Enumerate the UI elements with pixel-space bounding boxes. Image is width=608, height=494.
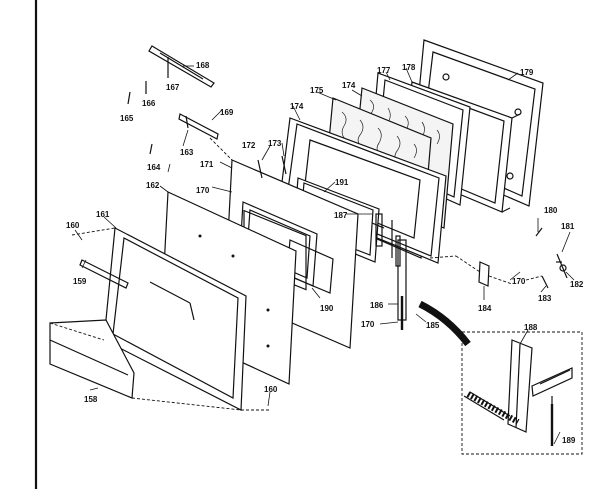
callout-169: 169 (220, 108, 234, 117)
callout-185: 185 (426, 321, 440, 330)
part-185-hinge-spring-cable (418, 300, 471, 347)
part-164-screw (149, 143, 153, 155)
part-158-handle-trim (49, 319, 135, 399)
callout-165: 165 (120, 114, 134, 123)
callout-159: 159 (73, 277, 87, 286)
part-184-hinge-latch (478, 261, 490, 287)
callout-172: 172 (242, 141, 256, 150)
callout-166: 166 (142, 99, 156, 108)
callout-171: 171 (200, 160, 214, 169)
callout-170-bottom: 170 (361, 320, 375, 329)
callout-167: 167 (166, 83, 180, 92)
callout-188: 188 (524, 323, 538, 332)
part-165-166-screws (127, 81, 147, 105)
callout-190: 190 (320, 304, 334, 313)
explosion-guide-lines (49, 137, 543, 411)
callout-175: 175 (310, 86, 324, 95)
callout-183: 183 (538, 294, 552, 303)
part-180-181-182-183-hinge-hardware (535, 227, 568, 289)
callout-160-left: 160 (66, 221, 80, 230)
callout-191: 191 (335, 178, 349, 187)
callout-189: 189 (562, 436, 576, 445)
callout-164: 164 (147, 163, 161, 172)
callout-178: 178 (402, 63, 416, 72)
callout-173: 173 (268, 139, 282, 148)
callout-179: 179 (520, 68, 534, 77)
part-172-173-clips (257, 155, 287, 179)
callout-170-left: 170 (196, 186, 210, 195)
callout-174-left: 174 (290, 102, 304, 111)
part-159-trim-bracket (79, 259, 129, 289)
callout-158: 158 (84, 395, 98, 404)
part-169-hinge-bracket (178, 113, 219, 140)
callout-187: 187 (334, 211, 348, 220)
part-168-top-rail (148, 45, 215, 88)
callout-163: 163 (180, 148, 194, 157)
callout-170-right: 170 (512, 277, 526, 286)
callout-182: 182 (570, 280, 584, 289)
callout-168: 168 (196, 61, 210, 70)
callout-186: 186 (370, 301, 384, 310)
callout-161: 161 (96, 210, 110, 219)
callout-174-right: 174 (342, 81, 356, 90)
callout-160-bottom: 160 (264, 385, 278, 394)
part-174-inner-glass-frame (279, 117, 447, 267)
leader-lines (74, 65, 575, 445)
detail-inset-hinge (461, 331, 583, 455)
callout-181: 181 (561, 222, 575, 231)
part-186-hinge-post (397, 239, 407, 330)
callout-162: 162 (146, 181, 160, 190)
callout-177: 177 (377, 66, 391, 75)
callout-180: 180 (544, 206, 558, 215)
callout-labels: 158 159 160 160 161 162 163 164 165 166 … (66, 61, 584, 445)
callout-184: 184 (478, 304, 492, 313)
